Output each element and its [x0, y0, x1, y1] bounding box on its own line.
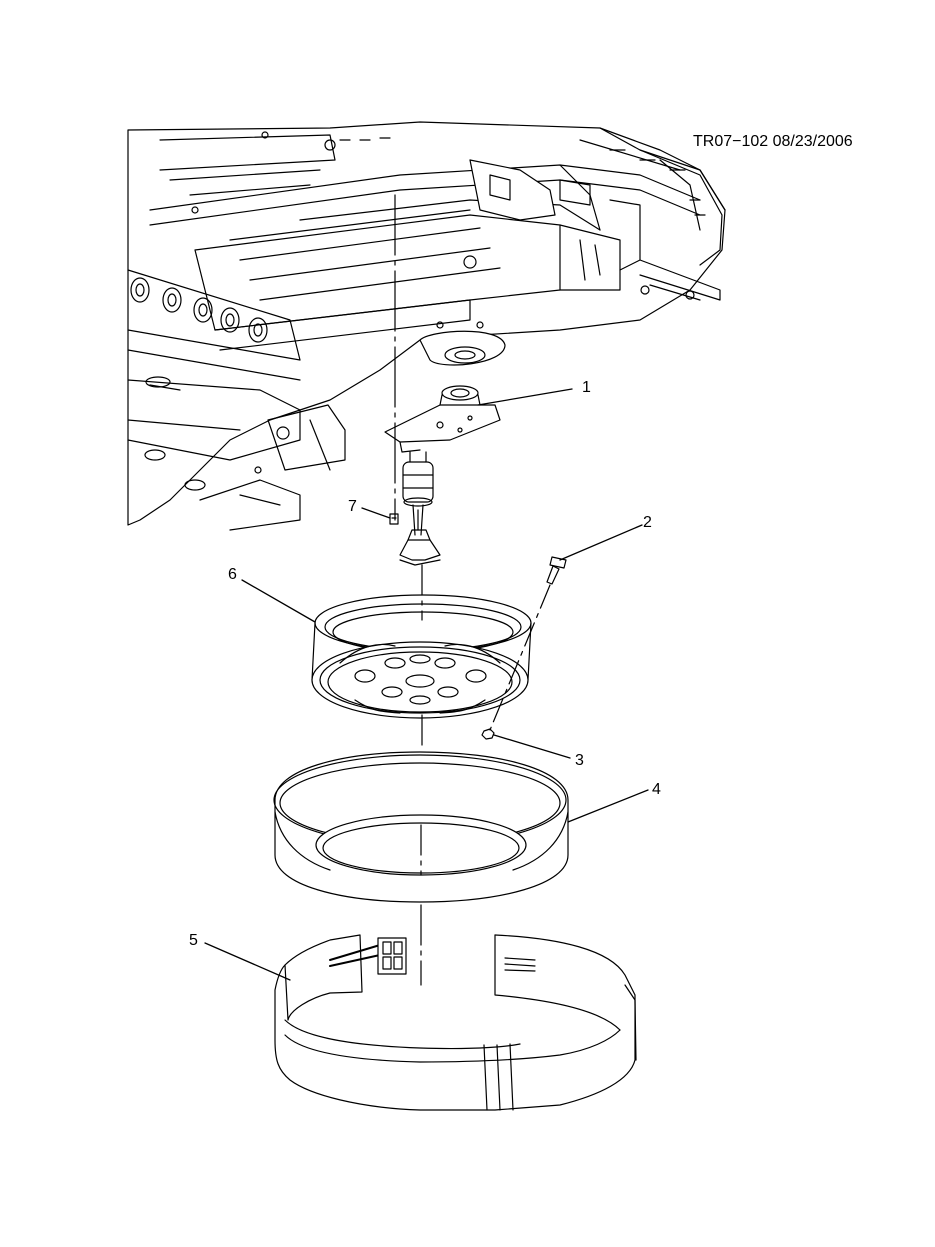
reference-id: TR07−102 08/23/2006 — [693, 133, 853, 150]
cable-retainer — [399, 529, 441, 566]
leader-4 — [567, 789, 649, 823]
leader-3 — [493, 734, 571, 759]
part-6-wheel — [311, 594, 532, 719]
callout-4: 4 — [652, 781, 661, 798]
callout-5: 5 — [189, 932, 198, 949]
part-2-bolt — [546, 556, 567, 585]
leader-7 — [361, 507, 391, 519]
part-1-hoist — [384, 385, 501, 507]
callout-3: 3 — [575, 752, 584, 769]
leader-6 — [241, 579, 316, 623]
callout-1: 1 — [582, 379, 591, 396]
center-axis — [394, 194, 551, 986]
part-3-nut — [481, 728, 495, 740]
leader-5 — [204, 942, 291, 981]
vehicle-underbody — [127, 121, 726, 531]
part-7-bolt — [389, 513, 399, 525]
callout-7: 7 — [348, 498, 357, 515]
leader-lines — [204, 388, 649, 981]
callout-2: 2 — [643, 514, 652, 531]
leader-2 — [559, 524, 643, 561]
part-5-cover — [274, 934, 637, 1111]
leader-1 — [477, 388, 573, 406]
callout-6: 6 — [228, 566, 237, 583]
